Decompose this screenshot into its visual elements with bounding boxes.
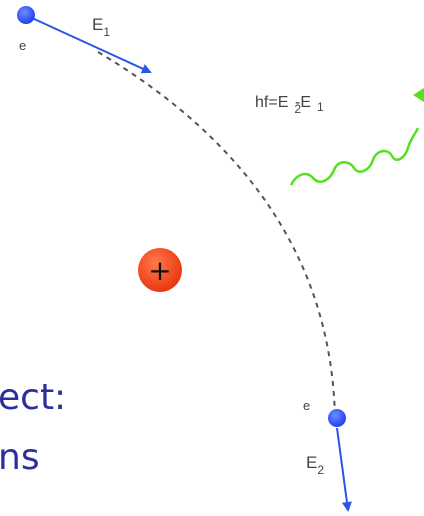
nucleus-circle xyxy=(138,248,182,292)
photon-wave xyxy=(289,127,420,186)
energy-label-end: E2 xyxy=(306,453,324,477)
photon-arrowhead xyxy=(413,88,424,102)
nucleus-plus-icon: + xyxy=(148,254,171,287)
electron-trajectory xyxy=(97,51,336,419)
electron-label-end: e xyxy=(303,398,310,413)
velocity-arrow-start xyxy=(31,17,152,74)
slide-text-line-2: ns xyxy=(0,437,40,478)
electron-end: e E2 xyxy=(303,398,352,512)
velocity-arrow-end xyxy=(336,427,352,512)
energy-label-start: E1 xyxy=(92,15,110,39)
electron-dot-start xyxy=(17,6,35,24)
slide-text-line-1: ect: xyxy=(0,377,66,418)
nucleus: + xyxy=(138,248,182,292)
electron-label-start: e xyxy=(19,38,26,53)
electron-start: e E1 xyxy=(17,6,152,74)
electron-dot-end xyxy=(328,409,346,427)
